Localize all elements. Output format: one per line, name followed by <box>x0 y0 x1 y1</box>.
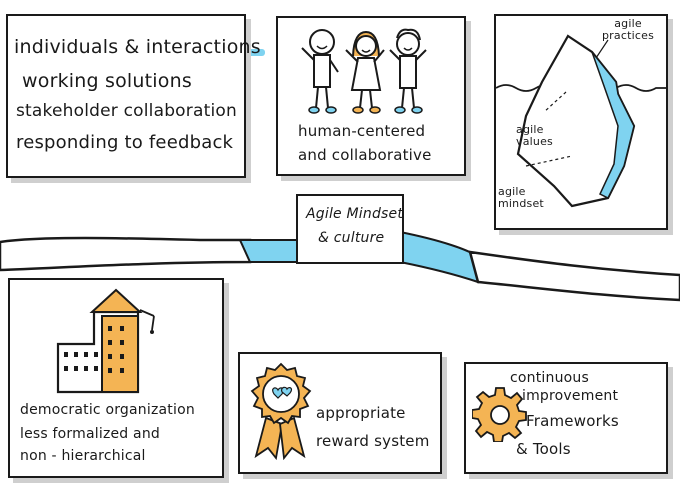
reward-line-2: reward system <box>316 432 430 450</box>
iceberg-card: agile practices agile values agile minds… <box>494 14 668 230</box>
value-line-2: working solutions <box>20 70 196 92</box>
org-line-1: democratic organization <box>20 402 195 418</box>
improve-line-1: continuous <box>510 370 589 386</box>
banner-title-line-1: Agile Mindset <box>306 206 404 222</box>
people-line-1: human-centered <box>298 122 426 140</box>
org-line-3: non - hierarchical <box>20 448 146 464</box>
improve-line-3: Frameworks <box>526 412 619 430</box>
org-line-2: less formalized and <box>20 426 160 442</box>
agile-values-card: individuals & interactions working solut… <box>6 14 265 178</box>
value-line-1: individuals & interactions <box>12 36 265 58</box>
people-icon <box>301 28 427 114</box>
building-icon <box>56 288 155 394</box>
improvement-card: continuous improvement Frameworks & Tool… <box>464 362 668 474</box>
value-line-4: responding to feedback <box>13 132 238 153</box>
award-badge-icon <box>250 362 312 460</box>
iceberg-icon <box>496 34 666 208</box>
improve-line-4: & Tools <box>516 440 571 458</box>
people-line-2: and collaborative <box>298 146 432 164</box>
banner-title-line-2: & culture <box>318 230 385 246</box>
people-card: human-centered and collaborative <box>276 16 466 176</box>
gear-icon <box>472 387 527 442</box>
agile-mindset-banner: Agile Mindset & culture <box>296 194 404 264</box>
iceberg-label-mindset: agile mindset <box>496 185 548 210</box>
organization-card: democratic organization less formalized … <box>8 278 224 478</box>
improve-line-2: improvement <box>522 388 619 404</box>
reward-card: appropriate reward system <box>238 352 442 474</box>
value-line-3: stakeholder collaboration <box>14 101 241 121</box>
reward-line-1: appropriate <box>316 404 406 422</box>
iceberg-label-values: agile values <box>514 123 557 148</box>
iceberg-label-practices: agile practices <box>599 17 659 42</box>
